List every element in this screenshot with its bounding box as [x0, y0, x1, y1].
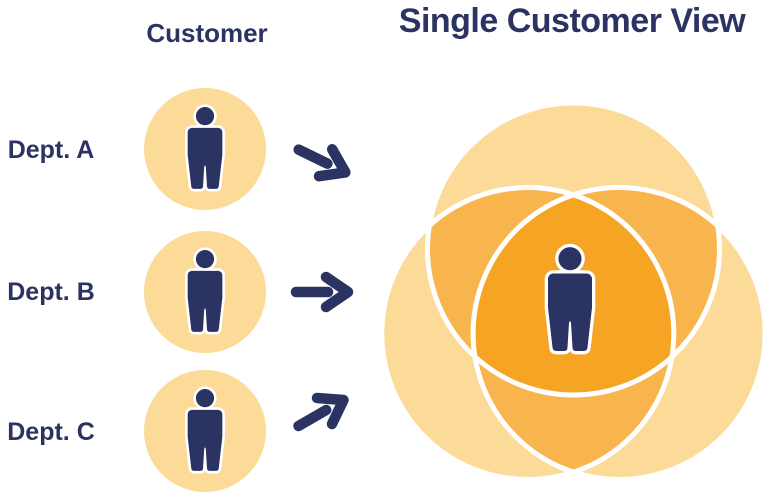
venn-left-circle-outline: [379, 185, 677, 482]
arrow-right-icon: [291, 387, 351, 439]
dept-c-customer-bubble: [144, 370, 266, 492]
customer-column-header: Customer: [146, 18, 268, 48]
venn-top-circle-outline: [425, 100, 722, 398]
dept-b-customer-bubble: [144, 231, 266, 353]
dept-c-label: Dept. C: [7, 418, 95, 446]
arrow-right-icon: [292, 136, 352, 186]
single-customer-view-venn: [379, 100, 768, 482]
dept-a-customer-bubble: [144, 88, 266, 210]
dept-a-label: Dept. A: [7, 136, 95, 164]
arrow-right-icon: [296, 277, 348, 307]
page-title: Single Customer View: [398, 2, 746, 40]
dept-b-label: Dept. B: [7, 278, 95, 306]
venn-right-circle-outline: [470, 185, 768, 482]
